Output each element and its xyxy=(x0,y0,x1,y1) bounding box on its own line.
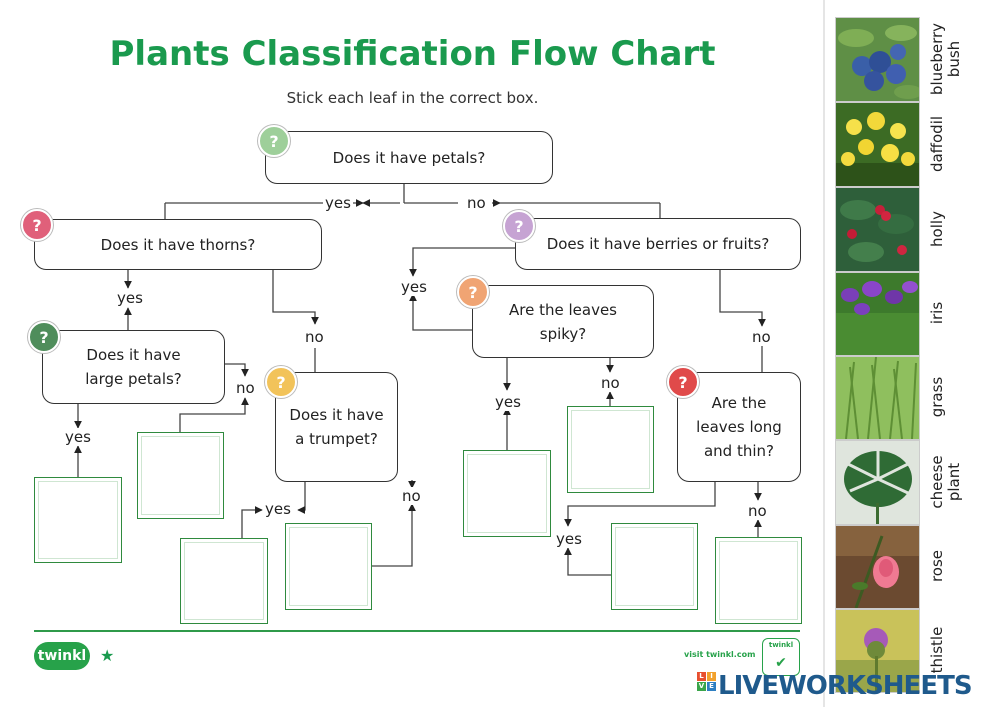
check-icon: ✔ xyxy=(775,655,787,671)
label-long-thin-no: no xyxy=(746,502,769,520)
label-spiky-no: no xyxy=(599,374,622,392)
question-thorns: Does it have thorns? xyxy=(34,219,322,270)
holly-photo xyxy=(836,188,919,271)
label-thorns-yes: yes xyxy=(115,289,145,307)
plant-card-daffodil[interactable] xyxy=(835,102,920,187)
question-spiky-text: Are the leaves spiky? xyxy=(509,300,617,343)
iris-photo xyxy=(836,273,919,355)
label-petals-yes: yes xyxy=(323,194,353,212)
plant-label-holly: holly xyxy=(928,211,946,247)
question-mark-icon: ? xyxy=(457,276,489,308)
answer-box-long-thin-yes[interactable] xyxy=(611,523,698,610)
question-large-petals: Does it have large petals? xyxy=(42,330,225,404)
answer-box-spiky-no[interactable] xyxy=(567,406,654,493)
page-subtitle: Stick each leaf in the correct box. xyxy=(286,89,539,107)
answer-box-long-thin-no[interactable] xyxy=(715,537,802,624)
connector-line xyxy=(272,270,319,325)
plant-card-holly[interactable] xyxy=(835,187,920,272)
quality-badge-text: twinkl xyxy=(768,641,794,649)
plant-label-iris: iris xyxy=(928,301,946,325)
question-long-thin: Are the leaves long and thin? xyxy=(677,372,801,482)
plant-card-blueberry-bush[interactable] xyxy=(835,17,922,102)
plant-card-grass[interactable] xyxy=(835,356,920,440)
star-icon: ★ xyxy=(100,646,115,665)
answer-box-trumpet-yes[interactable] xyxy=(180,538,268,624)
label-berries-no: no xyxy=(750,328,773,346)
plant-label-rose: rose xyxy=(928,549,946,583)
connector-line xyxy=(409,293,472,331)
label-trumpet-yes: yes xyxy=(263,500,293,518)
label-trumpet-no: no xyxy=(400,487,423,505)
question-mark-icon: ? xyxy=(667,366,699,398)
visit-link[interactable]: visit twinkl.com xyxy=(684,650,756,659)
plant-label-grass: grass xyxy=(928,376,946,418)
liveworksheets-logo-icon: L I V E xyxy=(697,671,716,701)
plant-label-blueberry-bush: blueberry bush xyxy=(928,22,963,96)
question-berries-text: Does it have berries or fruits? xyxy=(546,235,770,253)
cheese-plant-photo xyxy=(836,441,919,524)
question-mark-icon: ? xyxy=(28,321,60,353)
label-thorns-no: no xyxy=(303,328,326,346)
watermark-letter: L xyxy=(697,671,706,681)
answer-box-spiky-yes[interactable] xyxy=(463,450,551,537)
watermark-text: LIVEWORKSHEETS xyxy=(718,671,973,701)
watermark-letter: V xyxy=(697,681,706,691)
plant-card-rose[interactable] xyxy=(835,525,920,609)
answer-box-trumpet-no[interactable] xyxy=(285,523,372,610)
watermark-letter: E xyxy=(707,681,716,691)
liveworksheets-watermark: L I V E LIVEWORKSHEETS xyxy=(697,671,973,701)
twinkl-logo: twinkl xyxy=(34,642,90,670)
label-spiky-yes: yes xyxy=(493,393,523,411)
plant-card-cheese-plant[interactable] xyxy=(835,440,920,525)
question-mark-icon: ? xyxy=(21,209,53,241)
flow-connectors xyxy=(74,184,766,576)
plant-label-cheese-plant: cheese plant xyxy=(928,455,963,509)
connector-line xyxy=(719,270,766,327)
question-berries: Does it have berries or fruits? xyxy=(515,218,801,270)
daffodil-photo xyxy=(836,103,919,186)
connector-line xyxy=(372,503,416,567)
plant-card-thistle[interactable] xyxy=(835,609,920,693)
question-trumpet: Does it have a trumpet? xyxy=(275,372,398,482)
page-title: Plants Classification Flow Chart xyxy=(109,34,716,74)
label-large-petals-yes: yes xyxy=(63,428,93,446)
question-large-petals-text: Does it have large petals? xyxy=(85,346,182,388)
question-petals: Does it have petals? xyxy=(265,131,553,184)
connector-line xyxy=(409,247,515,277)
answer-box-large-petals-yes[interactable] xyxy=(34,477,122,563)
label-berries-yes: yes xyxy=(399,278,429,296)
question-spiky: Are the leaves spiky? xyxy=(472,285,654,358)
grass-photo xyxy=(836,356,919,440)
question-long-thin-text: Are the leaves long and thin? xyxy=(696,394,782,460)
connector-line xyxy=(564,547,611,576)
quality-badge-icon: twinkl ✔ xyxy=(762,638,800,676)
watermark-letter: I xyxy=(707,671,716,681)
thistle-photo xyxy=(836,610,919,692)
blueberry-photo xyxy=(836,18,922,101)
question-mark-icon: ? xyxy=(503,210,535,242)
question-mark-icon: ? xyxy=(258,125,290,157)
column-divider xyxy=(823,0,825,707)
connector-line xyxy=(297,482,306,514)
question-thorns-text: Does it have thorns? xyxy=(100,235,256,254)
connector-line xyxy=(564,482,716,527)
label-petals-no: no xyxy=(465,194,488,212)
label-long-thin-yes: yes xyxy=(554,530,584,548)
answer-box-large-petals-no[interactable] xyxy=(137,432,224,519)
plant-label-daffodil: daffodil xyxy=(928,115,946,173)
connector-line xyxy=(179,397,249,432)
connector-line xyxy=(241,506,263,538)
question-mark-icon: ? xyxy=(265,366,297,398)
rose-photo xyxy=(836,526,919,609)
connector-line xyxy=(225,363,249,377)
question-trumpet-text: Does it have a trumpet? xyxy=(289,406,384,448)
footer-divider xyxy=(34,630,800,632)
plant-card-iris[interactable] xyxy=(835,272,920,356)
label-large-petals-no: no xyxy=(234,379,257,397)
question-petals-text: Does it have petals? xyxy=(332,148,486,167)
